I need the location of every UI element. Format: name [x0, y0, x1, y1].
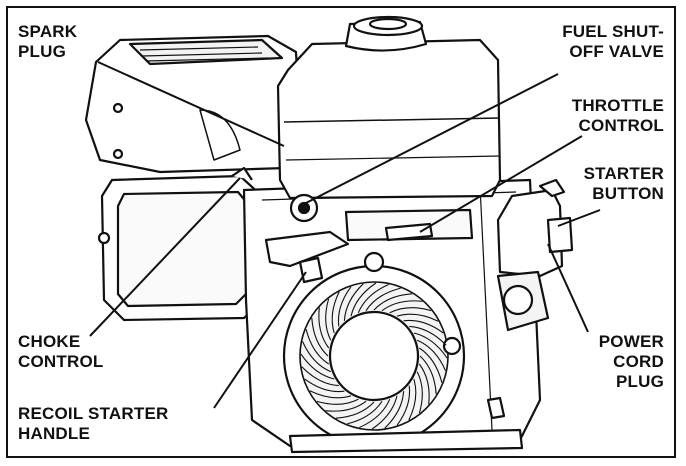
- label-power-cord-plug: POWER CORD PLUG: [599, 332, 664, 392]
- fan-vane: [384, 391, 405, 429]
- fuel-tank-shape: [276, 15, 502, 200]
- label-choke-line2: CONTROL: [18, 352, 104, 371]
- fan-vane: [300, 353, 335, 380]
- fan-vane: [347, 400, 383, 425]
- leader-recoil-handle: [213, 271, 307, 409]
- fan-vane: [371, 395, 398, 430]
- label-starter-line1: STARTER: [583, 164, 664, 183]
- fan-vane: [403, 319, 444, 334]
- fan-vane: [381, 300, 423, 312]
- label-fuel-valve-line1: FUEL SHUT-: [562, 22, 664, 41]
- label-spark-plug-line1: SPARK: [18, 22, 78, 41]
- fan-vane: [343, 283, 364, 321]
- label-starter-line2: BUTTON: [592, 184, 664, 203]
- label-power-line3: PLUG: [615, 372, 664, 391]
- label-spark-plug-line2: PLUG: [18, 42, 67, 61]
- label-spark-plug: SPARK PLUG: [18, 22, 77, 62]
- fan-vane: [416, 339, 447, 371]
- label-recoil-line1: RECOIL STARTER: [18, 404, 169, 423]
- leader-starter-button: [557, 209, 601, 227]
- label-starter-button: STARTER BUTTON: [584, 164, 664, 204]
- fan-vane: [365, 287, 401, 312]
- fan-vane: [318, 307, 330, 349]
- recoil-starter-shape: [282, 251, 466, 448]
- leader-choke: [89, 177, 241, 337]
- label-choke-control: CHOKE CONTROL: [18, 332, 103, 372]
- electric-starter-shape: [496, 270, 550, 332]
- fan-vane: [309, 390, 352, 399]
- fan-vane: [409, 325, 447, 346]
- fan-vane: [418, 347, 443, 383]
- fan-vane: [331, 291, 340, 334]
- label-choke-line1: CHOKE: [18, 332, 81, 351]
- fan-vane: [305, 329, 330, 365]
- label-throttle-line2: CONTROL: [578, 116, 664, 135]
- fan-vane: [301, 341, 332, 373]
- fan-vane: [416, 371, 423, 414]
- label-power-line2: CORD: [613, 352, 664, 371]
- leader-power-cord: [547, 243, 589, 333]
- fan-vane: [413, 332, 448, 359]
- label-recoil-line2: HANDLE: [18, 424, 91, 443]
- fan-vanes: [300, 282, 448, 430]
- label-throttle-control: THROTTLE CONTROL: [572, 96, 664, 136]
- label-fuel-valve-line2: OFF VALVE: [569, 42, 664, 61]
- fan-vane: [325, 298, 332, 341]
- fan-vane: [396, 385, 411, 426]
- fan-vane: [359, 398, 391, 429]
- fan-vane: [396, 313, 439, 322]
- leader-fuel-valve: [303, 73, 559, 205]
- fan-vane: [304, 378, 345, 393]
- fan-vane: [316, 398, 359, 405]
- leader-spark-plug: [97, 61, 285, 147]
- fan-vane: [325, 400, 367, 412]
- label-fuel-shutoff-valve: FUEL SHUT- OFF VALVE: [562, 22, 664, 62]
- throttle-lever-shape: [344, 208, 474, 242]
- fan-vane: [389, 307, 432, 314]
- starter-box-shape: [496, 178, 574, 278]
- engine-base-shape: [288, 428, 524, 454]
- label-throttle-line1: THROTTLE: [571, 96, 664, 115]
- fan-vane: [357, 283, 389, 314]
- choke-lever-shape: [264, 230, 350, 284]
- fan-vane: [408, 378, 417, 421]
- fan-vane: [373, 293, 413, 311]
- air-filter-shape: [97, 166, 266, 322]
- fan-vane: [350, 282, 377, 317]
- fan-vane: [311, 317, 329, 357]
- fan-vane: [335, 401, 375, 419]
- label-power-line1: POWER: [598, 332, 664, 351]
- fan-vane: [337, 286, 352, 327]
- fan-vane: [301, 366, 339, 387]
- leader-throttle: [419, 135, 583, 233]
- fan-vane: [419, 355, 437, 395]
- label-recoil-starter-handle: RECOIL STARTER HANDLE: [18, 404, 168, 444]
- fan-vane: [418, 363, 430, 405]
